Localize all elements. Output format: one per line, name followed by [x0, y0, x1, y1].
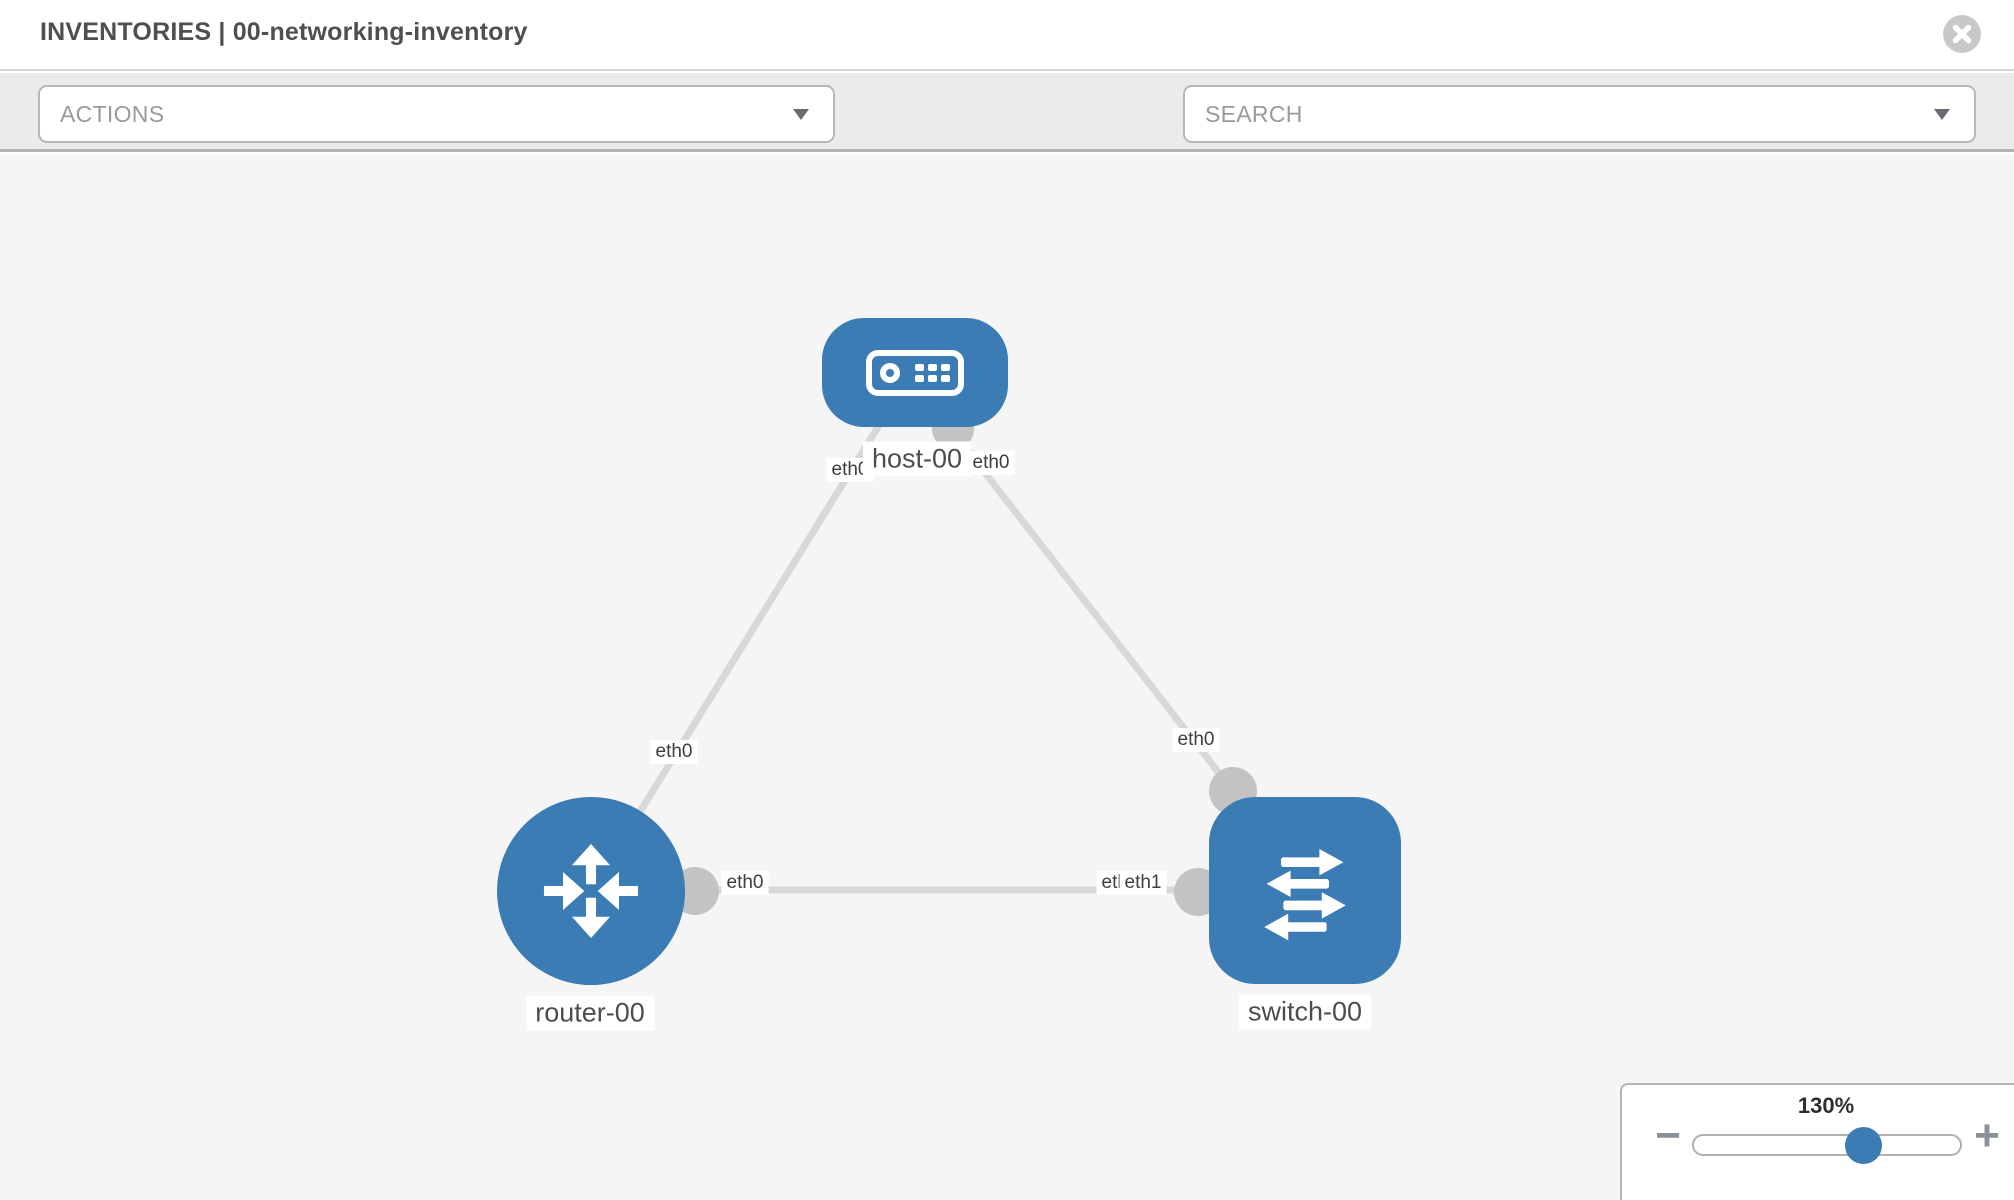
chevron-down-icon [793, 109, 809, 120]
interface-label-switch-eth0-top: eth0 [1172, 728, 1220, 752]
interface-label-router-eth0-right: eth0 [721, 871, 769, 895]
router-icon [543, 843, 639, 939]
interface-label-switch-eth1: eth1 [1119, 871, 1167, 895]
zoom-slider-track[interactable] [1692, 1134, 1962, 1156]
interface-label-host-eth0-right: eth0 [967, 451, 1015, 475]
node-label-router-00: router-00 [526, 995, 654, 1031]
node-router-00[interactable] [497, 797, 685, 985]
page-title: INVENTORIES | 00-networking-inventory [40, 18, 528, 46]
topology-canvas[interactable] [0, 155, 2014, 1200]
host-icon [866, 349, 964, 396]
actions-dropdown[interactable]: ACTIONS [38, 85, 835, 143]
zoom-panel: 130% − + [1620, 1083, 2014, 1200]
zoom-slider-thumb[interactable] [1845, 1127, 1882, 1164]
actions-dropdown-label: ACTIONS [60, 100, 165, 127]
zoom-level: 130% [1797, 1093, 1855, 1118]
switch-icon [1264, 848, 1346, 940]
node-label-switch-00: switch-00 [1238, 994, 1372, 1030]
zoom-in-button[interactable]: + [1974, 1111, 2000, 1160]
search-dropdown[interactable]: SEARCH [1183, 85, 1976, 143]
toolbar: ACTIONS SEARCH [0, 73, 2014, 210]
close-icon [1952, 24, 1972, 44]
chevron-down-icon [1934, 109, 1950, 120]
node-host-00[interactable] [822, 318, 1008, 427]
search-placeholder: SEARCH [1205, 100, 1303, 127]
header: INVENTORIES | 00-networking-inventory [0, 0, 2014, 71]
interface-label-router-eth0-top: eth0 [650, 740, 698, 764]
close-button[interactable] [1943, 15, 1981, 53]
node-label-host-00: host-00 [862, 441, 972, 477]
node-switch-00[interactable] [1209, 797, 1401, 984]
zoom-out-button[interactable]: − [1655, 1111, 1681, 1160]
